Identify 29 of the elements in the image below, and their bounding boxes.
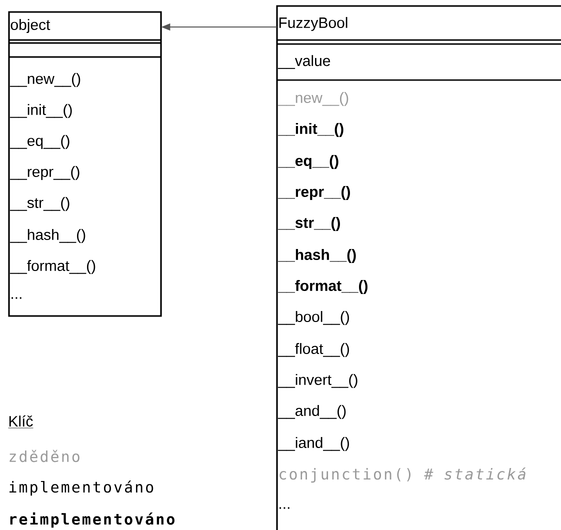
method-name: __and__() xyxy=(278,405,346,419)
method-name: __init__() xyxy=(278,123,344,137)
method-name: __format__() xyxy=(278,280,368,294)
method-name: __format__() xyxy=(10,260,96,274)
method-name: __repr__() xyxy=(278,186,350,200)
method-name: __str__() xyxy=(10,197,70,211)
method-name: __new__() xyxy=(278,92,348,106)
method-name: __invert__() xyxy=(278,374,358,388)
method-name: __hash__() xyxy=(278,249,356,263)
method-name: ... xyxy=(280,507,290,509)
class-name: FuzzyBool xyxy=(279,17,348,31)
legend-entry: reimplementováno xyxy=(10,512,174,528)
method-name: __new__() xyxy=(10,73,80,87)
method-name: __value xyxy=(278,55,330,69)
legend-title: Klíč xyxy=(8,415,34,428)
method-name: __iand__() xyxy=(278,437,349,451)
method-name: __eq__() xyxy=(10,135,70,149)
method-name: __init__() xyxy=(10,104,72,118)
method-name: __hash__() xyxy=(10,229,86,243)
legend-entry: implementováno xyxy=(10,480,154,496)
method-name: __bool__() xyxy=(278,311,349,325)
legend-entry: zděděno xyxy=(10,450,80,462)
method-name: __eq__() xyxy=(278,155,338,169)
class-name: object xyxy=(10,19,50,33)
method-name: __str__() xyxy=(278,217,340,231)
method-name: __float__() xyxy=(278,343,349,357)
method-name: ... xyxy=(12,297,22,299)
method-name: __repr__() xyxy=(10,166,80,180)
method-name: conjunction() # statická xyxy=(280,467,526,483)
